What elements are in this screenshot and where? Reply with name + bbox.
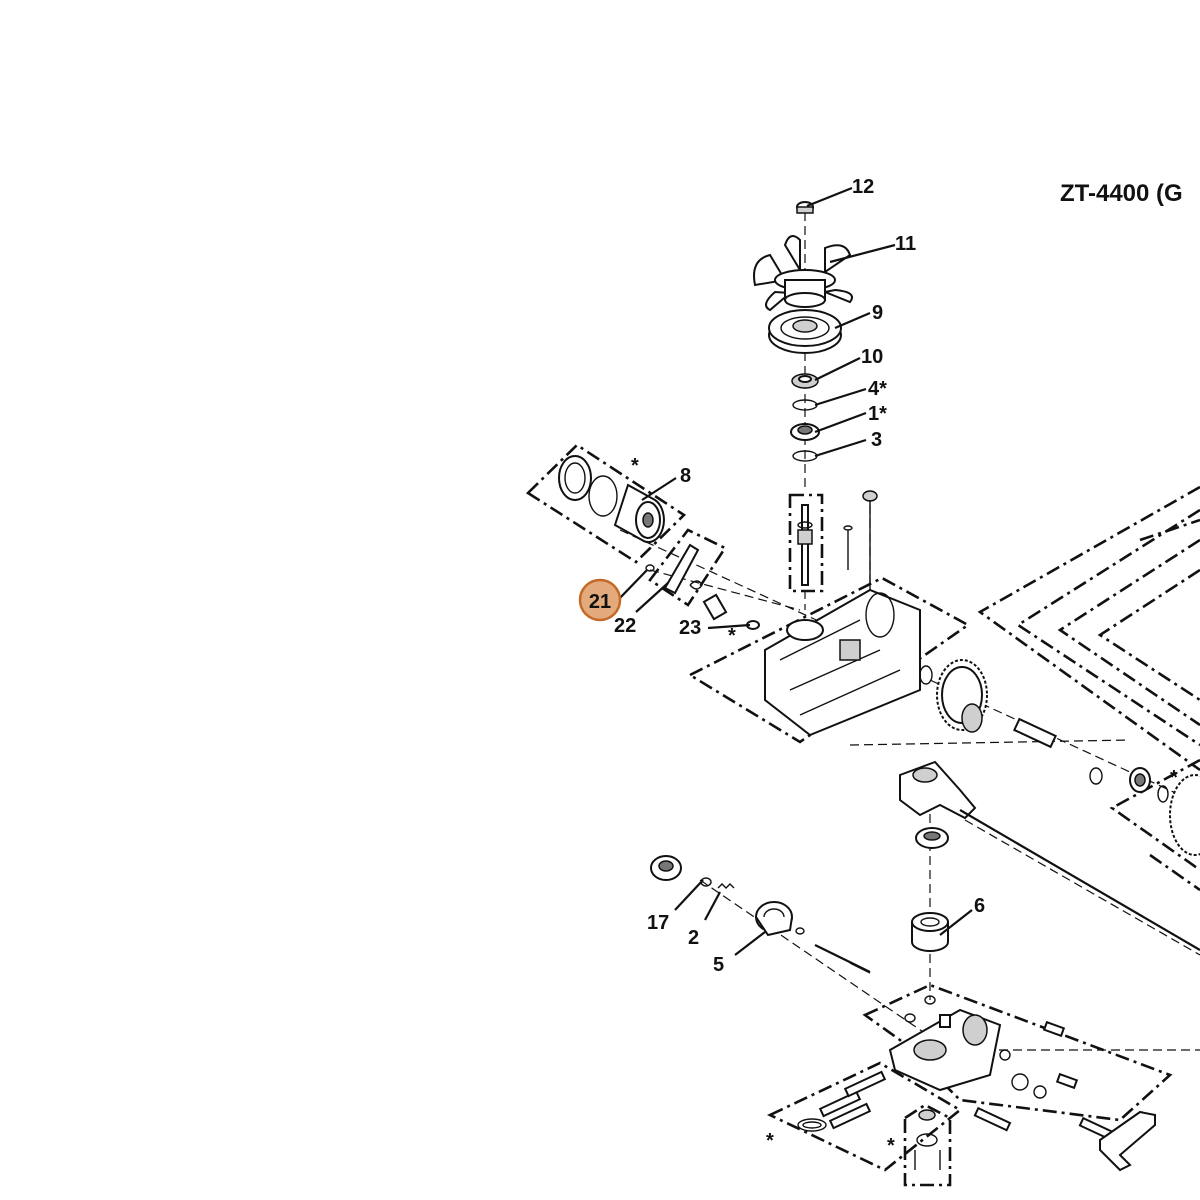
part-2-spring — [717, 883, 735, 889]
axle-seal — [915, 827, 949, 849]
seal-kit-parts — [914, 1109, 941, 1170]
housing-kit-outline-a — [977, 485, 1200, 772]
label-9[interactable]: 9 — [872, 302, 883, 324]
pump-shaft — [814, 944, 871, 974]
housing-kit-outline-b — [1015, 508, 1200, 747]
label-21[interactable]: 21 — [589, 591, 611, 613]
part-23-plug — [702, 593, 760, 630]
part-5-pump-block — [755, 901, 793, 937]
bolt-kit-outline — [766, 1061, 963, 1172]
part-6-motor-block — [911, 912, 949, 952]
leader-lines — [617, 186, 973, 956]
center-section — [888, 995, 1079, 1099]
housing-kit-outline-c — [1057, 538, 1200, 727]
label-4[interactable]: 4* — [868, 378, 887, 400]
label-star-seal-kit[interactable]: * — [887, 1135, 895, 1157]
bypass-rod — [1099, 1110, 1156, 1172]
part-labels: 12 11 9 10 4* 1* 3 * 8 22 23 * 17 2 5 6 … — [614, 176, 1178, 1157]
axle-bearing — [1129, 767, 1151, 793]
center-section-outline — [862, 983, 1173, 1122]
diagram-title: ZT-4400 (G — [1060, 180, 1183, 207]
housing-outline — [687, 576, 971, 744]
label-12[interactable]: 12 — [852, 176, 874, 198]
main-housing — [764, 588, 933, 737]
ring — [1157, 785, 1169, 803]
input-shaft — [788, 493, 824, 593]
reduction-gear — [936, 659, 988, 733]
part-22-bypass-arm — [645, 543, 703, 595]
label-22[interactable]: 22 — [614, 615, 636, 637]
label-11[interactable]: 11 — [895, 233, 916, 255]
label-2[interactable]: 2 — [688, 927, 699, 949]
hotspot-circle[interactable] — [578, 578, 622, 622]
small-pin — [843, 525, 853, 570]
part-8-filter — [558, 455, 665, 543]
label-1[interactable]: 1* — [868, 403, 887, 425]
part-10-seal — [791, 373, 819, 389]
assembly-outlines — [525, 443, 1200, 1187]
housing-kit-outline-d — [1097, 568, 1200, 702]
breather-cap — [862, 490, 878, 600]
label-star-filter-kit[interactable]: * — [631, 455, 639, 477]
pin — [795, 927, 805, 935]
label-23[interactable]: 23 — [679, 617, 701, 639]
part-1-bearing — [790, 423, 820, 441]
label-6[interactable]: 6 — [974, 895, 985, 917]
gear-kit-outline-b — [1149, 853, 1200, 892]
right-gear — [1169, 774, 1200, 856]
label-star-plug[interactable]: * — [728, 625, 736, 647]
part-17-seal — [650, 855, 682, 881]
label-10[interactable]: 10 — [861, 346, 883, 368]
label-8[interactable]: 8 — [680, 465, 691, 487]
filter-kit-outline — [525, 443, 687, 564]
label-5[interactable]: 5 — [713, 954, 724, 976]
part-9-pulley — [768, 309, 842, 354]
label-star-gear-kit[interactable]: * — [1170, 767, 1178, 789]
part-11-fan — [753, 235, 854, 312]
hotspot-21[interactable]: 21 — [578, 578, 622, 622]
axle-housing — [899, 760, 1200, 951]
seal-kit-outline — [903, 1103, 952, 1187]
housing-kit-outline-e — [1139, 518, 1200, 542]
gear-kit-outline — [1109, 758, 1200, 872]
washer — [1089, 767, 1103, 785]
label-17[interactable]: 17 — [647, 912, 669, 934]
axle-pin — [1013, 717, 1057, 749]
label-3[interactable]: 3 — [871, 429, 882, 451]
label-star-bolt-kit[interactable]: * — [766, 1130, 774, 1152]
